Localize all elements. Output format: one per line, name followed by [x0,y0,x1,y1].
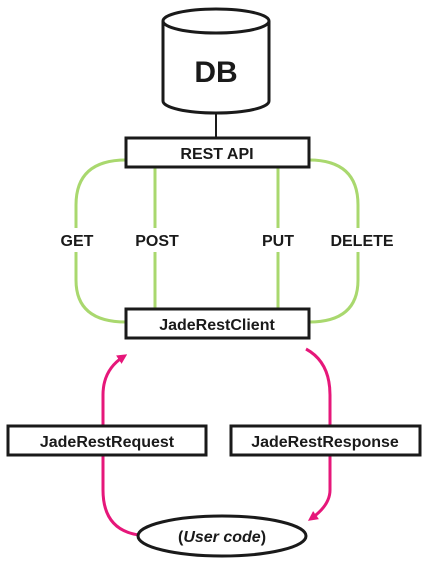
put-label: PUT [262,233,294,250]
request-flow-arrow [101,354,140,537]
jade-rest-client-box: JadeRestClient [124,307,311,340]
get-label: GET [61,233,94,250]
delete-label: DELETE [330,233,393,250]
http-method-labels: GET POST PUT DELETE [55,228,402,252]
user-code-open-paren: ( [178,529,184,546]
jade-rest-request-box: JadeRestRequest [6,424,208,457]
db-label: DB [194,56,237,89]
user-code-close-paren: ) [261,529,266,546]
db-top [161,7,271,35]
http-method-connectors [74,158,360,324]
rest-api-box: REST API [124,136,311,169]
user-code-node: (User code) [136,514,308,558]
jade-rest-request-label: JadeRestRequest [40,434,175,451]
rest-api-label: REST API [180,146,253,163]
database-cylinder: DB [161,7,271,115]
jade-rest-client-label: JadeRestClient [159,317,275,334]
user-code-label: (User code) [178,529,266,546]
jade-rest-response-box: JadeRestResponse [229,424,422,457]
jade-rest-response-label: JadeRestResponse [251,434,399,451]
post-label: POST [135,233,179,250]
user-code-text: User code [183,529,260,546]
